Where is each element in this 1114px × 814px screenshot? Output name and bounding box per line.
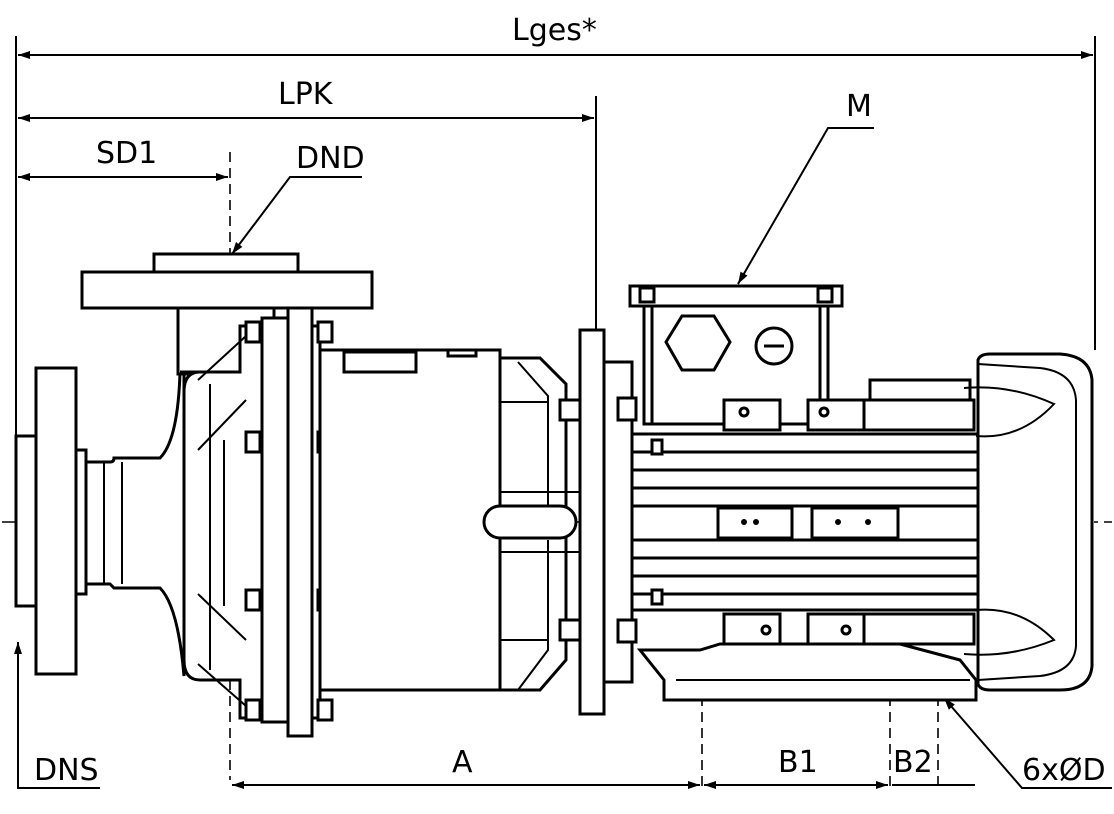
bearing-housing (318, 348, 502, 692)
dimension-lpk-label: LPK (278, 77, 334, 112)
dimension-lpk: LPK (18, 77, 594, 122)
leader-dnd-label: DND (296, 141, 365, 176)
dimension-lges-label: Lges* (512, 13, 597, 48)
lantern-adapter (482, 356, 582, 692)
suction-flange (14, 366, 186, 677)
dimension-lges: Lges* (18, 13, 1093, 59)
dimension-sd1-label: SD1 (96, 136, 157, 171)
leader-dns: DNS (14, 642, 100, 789)
leader-m-label: M (846, 89, 872, 124)
fan-cover (963, 352, 1094, 692)
leader-holes: 6xØD (943, 697, 1112, 789)
pump-flange-plate (244, 306, 334, 738)
leader-dns-label: DNS (34, 753, 99, 788)
dimension-b2-label: B2 (893, 745, 933, 780)
dimension-b1-label: B1 (778, 745, 818, 780)
motor-feet (636, 612, 978, 702)
leader-dnd: DND (231, 141, 365, 255)
dimension-b1: B1 (704, 745, 888, 789)
leader-m: M (737, 89, 874, 285)
dimension-sd1: SD1 (18, 136, 228, 181)
dimension-b2: B2 (892, 745, 975, 786)
cable-gland-icon (664, 314, 732, 372)
motor-body (630, 378, 980, 612)
motor-flange (578, 328, 638, 716)
dimension-a-label: A (452, 745, 473, 780)
terminal-box (628, 284, 844, 426)
pump-casing (180, 324, 264, 720)
leader-holes-label: 6xØD (1022, 753, 1106, 788)
dimension-a: A (232, 745, 700, 789)
